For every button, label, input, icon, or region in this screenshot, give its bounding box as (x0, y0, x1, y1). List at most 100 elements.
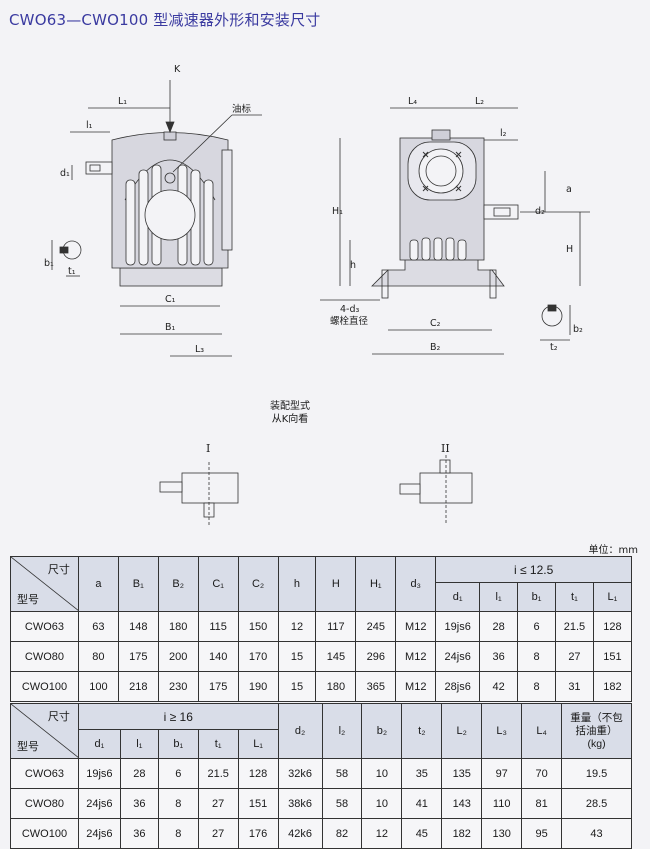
table-cell: 82 (321, 818, 363, 849)
table2-col-header: L₃ (481, 703, 523, 759)
table-cell: 35 (401, 758, 443, 789)
table-cell: 28 (479, 611, 519, 642)
table-cell: 175 (197, 671, 239, 702)
label-B1: B₁ (165, 322, 176, 333)
table-cell: 180 (157, 611, 199, 642)
table-cell: 128 (237, 758, 279, 789)
table-cell: 6 (517, 611, 556, 642)
table-cell: 140 (197, 641, 239, 672)
table-cell: 117 (315, 611, 357, 642)
table1-col-header: a (77, 556, 119, 612)
table-cell: 110 (481, 788, 523, 819)
table1-corner-header: 尺寸 型号 (10, 556, 79, 612)
table-cell: 151 (592, 641, 633, 672)
table-cell: 135 (441, 758, 483, 789)
table-cell: 19js6 (435, 611, 481, 642)
table1-col-header: B₂ (157, 556, 199, 612)
table-cell: 128 (592, 611, 633, 642)
table-cell: 15 (277, 671, 317, 702)
spec-table-2: 尺寸 型号 i ≥ 16 d₂ l₂ b₂ t₂ L₂ L₃ L₄ 重量（不包 … (10, 702, 632, 849)
table-cell: M12 (395, 671, 437, 702)
table-cell: 38k6 (277, 788, 323, 819)
table-cell: M12 (395, 611, 437, 642)
table-cell: 58 (321, 758, 363, 789)
label-t1: t₁ (68, 266, 76, 277)
label-L3: L₃ (195, 344, 204, 355)
table-cell: 180 (315, 671, 357, 702)
table1-model-label: 型号 (17, 594, 39, 606)
table-cell: 19.5 (561, 758, 632, 789)
table2-col-header: b₂ (361, 703, 403, 759)
label-d1: d₁ (60, 168, 70, 179)
table-cell: 145 (315, 641, 357, 672)
table-cell: 182 (592, 671, 633, 702)
table-cell: 8 (517, 671, 556, 702)
table-cell: 176 (237, 818, 279, 849)
spec-table-1: 尺寸 型号 a B₁ B₂ C₁ C₂ h H H₁ d₃ i ≤ 12.5 d… (10, 555, 633, 702)
table-cell: 19js6 (77, 758, 121, 789)
table-cell: 42k6 (277, 818, 323, 849)
table-cell: 296 (355, 641, 397, 672)
table-cell: 27 (197, 788, 239, 819)
table1-col-header: d₃ (395, 556, 437, 612)
model-cell: CWO100 (10, 671, 79, 702)
table1-size-label: 尺寸 (47, 564, 70, 576)
table-cell: 365 (355, 671, 397, 702)
table-cell: 218 (117, 671, 159, 702)
table-cell: 182 (441, 818, 483, 849)
label-type-2: II (441, 442, 450, 455)
label-a: a (566, 184, 572, 195)
table-cell: 24js6 (77, 788, 121, 819)
table-cell: 175 (117, 641, 159, 672)
table-cell: 245 (355, 611, 397, 642)
table-cell: 130 (481, 818, 523, 849)
table-cell: 230 (157, 671, 199, 702)
table-cell: 8 (157, 818, 199, 849)
table-cell: 36 (479, 641, 519, 672)
table-cell: 80 (77, 641, 119, 672)
table-cell: 21.5 (554, 611, 594, 642)
table-cell: 70 (521, 758, 563, 789)
table1-col-header: H₁ (355, 556, 397, 612)
table2-col-header: L₂ (441, 703, 483, 759)
table2-size-label: 尺寸 (47, 711, 70, 723)
label-L2: L₂ (475, 96, 484, 107)
table2-group-header: i ≥ 16 (77, 702, 279, 731)
label-H: H (566, 244, 573, 255)
table-cell: 6 (157, 758, 199, 789)
table-cell: 45 (401, 818, 443, 849)
table1-col-header: B₁ (117, 556, 159, 612)
table1-group-header: i ≤ 12.5 (435, 555, 632, 584)
table-cell: 95 (521, 818, 563, 849)
label-C1: C₁ (165, 294, 176, 305)
table-cell: 36 (119, 818, 159, 849)
table-cell: 32k6 (277, 758, 323, 789)
model-cell: CWO100 (10, 818, 79, 849)
label-h: h (350, 260, 356, 271)
front-view (51, 80, 262, 357)
table-cell: 36 (119, 788, 159, 819)
label-type-1: I (206, 442, 210, 455)
label-C2: C₂ (430, 318, 441, 329)
table2-group-col: l₁ (119, 729, 159, 759)
table-cell: 148 (117, 611, 159, 642)
label-B2: B₂ (430, 342, 441, 353)
table-cell: 100 (77, 671, 119, 702)
table1-group-col: t₁ (554, 582, 594, 612)
label-l2: l₂ (500, 128, 507, 139)
table-cell: 27 (554, 641, 594, 672)
table-cell: 143 (441, 788, 483, 819)
table-cell: 190 (237, 671, 279, 702)
assembly-title-main: 装配型式 (270, 401, 310, 412)
label-L4: L₄ (408, 96, 417, 107)
table-cell: 31 (554, 671, 594, 702)
assembly-title-sub: 从K向看 (271, 414, 309, 425)
weight-label-line-3: (kg) (587, 737, 606, 750)
label-bolt-note: 螺栓直径 (330, 315, 369, 327)
table1-col-header: H (315, 556, 357, 612)
table-cell: 41 (401, 788, 443, 819)
